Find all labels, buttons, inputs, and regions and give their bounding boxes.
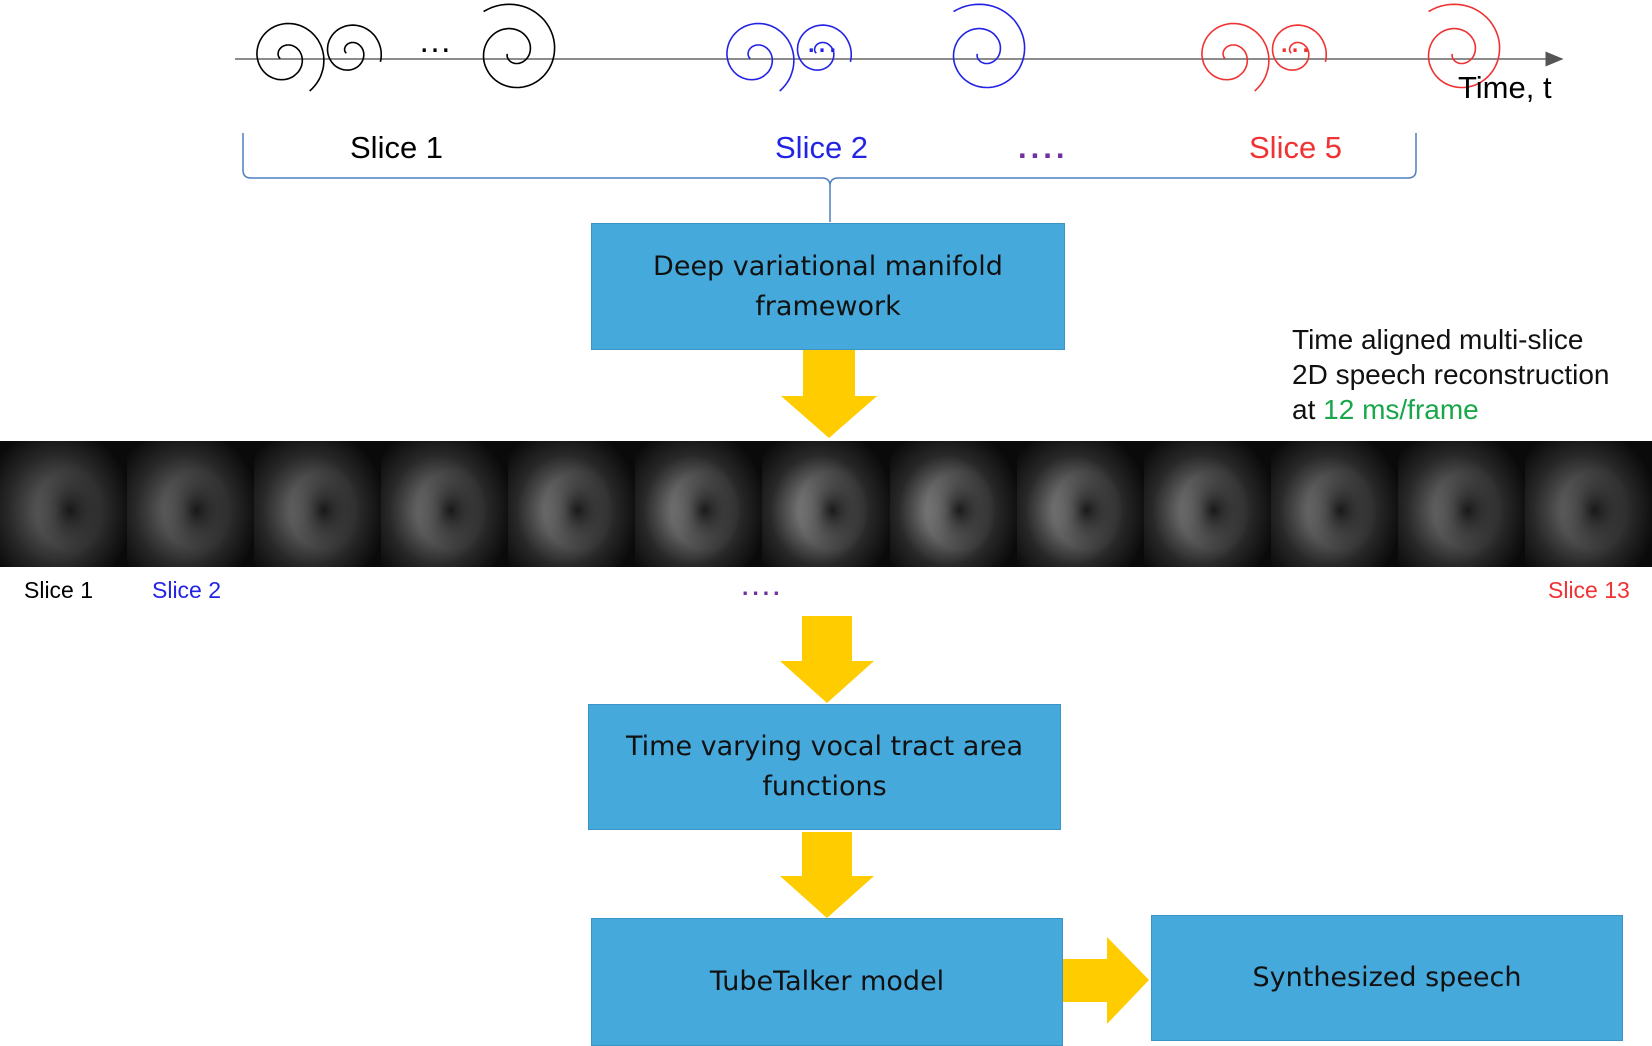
mri-frame (1016, 441, 1144, 567)
time-axis-label: Time, t (1458, 70, 1552, 105)
synthesized-speech-label: Synthesized speech (1252, 962, 1522, 993)
tubetalker-label: TubeTalker model (709, 966, 945, 997)
slice-group-brace (242, 133, 1417, 222)
note-line-1: Time aligned multi-slice (1292, 324, 1584, 355)
mri-frame (1397, 441, 1525, 567)
mri-filmstrip (0, 441, 1652, 567)
filmstrip-slice-13-label: Slice 13 (1548, 577, 1630, 603)
spiral-g3-3 (1427, 3, 1501, 89)
ellipsis-group-1: … (418, 22, 452, 60)
slice-1-label: Slice 1 (350, 130, 444, 165)
mri-frame (1270, 441, 1398, 567)
tubetalker-box: TubeTalker model (591, 918, 1063, 1046)
spiral-g1-1 (256, 22, 325, 92)
synthesized-speech-box: Synthesized speech (1151, 915, 1623, 1041)
note-line-2: 2D speech reconstruction (1292, 359, 1610, 390)
mri-frame (889, 441, 1017, 567)
filmstrip-dots: .... (742, 574, 784, 600)
slice-2-label: Slice 2 (775, 130, 869, 165)
spiral-g2-1 (726, 22, 795, 92)
ellipsis-group-2: … (805, 22, 839, 60)
arrow-down-1 (781, 350, 877, 438)
mri-frame (254, 441, 382, 567)
reconstruction-note: Time aligned multi-slice 2D speech recon… (1292, 322, 1610, 427)
note-line-3-prefix: at (1292, 394, 1324, 425)
spiral-g3-2 (1271, 24, 1327, 71)
frame-rate-highlight: 12 ms/frame (1323, 394, 1479, 425)
spiral-g2-2 (796, 24, 852, 71)
slice-5-label: Slice 5 (1249, 130, 1343, 165)
mri-frame (635, 441, 763, 567)
filmstrip-slice-2-label: Slice 2 (152, 577, 222, 603)
spiral-g1-2 (326, 24, 382, 71)
arrow-down-3 (780, 832, 874, 918)
slice-dots: .... (1018, 130, 1069, 165)
area-functions-label: Time varying vocal tract area functions (625, 731, 1024, 802)
mri-frame (762, 441, 890, 567)
spiral-g3-1 (1201, 22, 1270, 92)
mri-frame (381, 441, 509, 567)
ellipsis-group-5: … (1278, 22, 1312, 60)
arrow-down-2 (780, 616, 874, 703)
timeline-diagram (235, 3, 1564, 222)
mri-frame (1524, 441, 1652, 567)
mri-frame (508, 441, 636, 567)
filmstrip-slice-1-label: Slice 1 (24, 577, 94, 603)
manifold-framework-label: Deep variational manifold framework (653, 250, 1003, 322)
arrow-right (1063, 937, 1149, 1024)
spiral-g1-3 (482, 3, 556, 89)
manifold-framework-box: Deep variational manifold framework (591, 223, 1065, 350)
area-functions-box: Time varying vocal tract area functions (588, 704, 1061, 830)
mri-frame (0, 441, 128, 567)
mri-frame (127, 441, 255, 567)
mri-frame (1143, 441, 1271, 567)
spiral-g2-3 (952, 3, 1026, 89)
